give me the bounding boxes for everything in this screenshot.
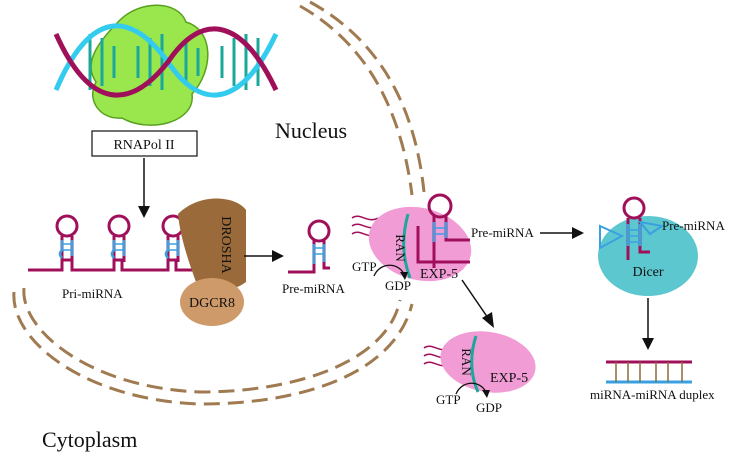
gtp-label-1: GTP <box>352 259 377 274</box>
arrow-transcription <box>138 158 150 218</box>
pri-mirna-label: Pri-miRNA <box>62 286 123 301</box>
arrow-to-duplex <box>642 298 654 350</box>
pri-mirna-strand <box>28 214 196 272</box>
arrow-recycle <box>461 279 494 328</box>
ran-label-1: RAN <box>393 234 408 262</box>
drosha-protein <box>178 198 246 291</box>
dicer-label: Dicer <box>632 265 663 280</box>
gtp-gdp-arrow-1 <box>373 264 408 280</box>
drosha-label: DROSHA <box>218 216 233 274</box>
pre-mirna-hairpin-1 <box>288 219 331 274</box>
mirna-duplex <box>606 360 692 384</box>
cytoplasm-label: Cytoplasm <box>42 427 137 452</box>
gtp-gdp-arrow-2 <box>455 382 490 398</box>
nucleus-label: Nucleus <box>275 118 347 143</box>
dgcr8-protein <box>180 278 244 326</box>
arrow-processing <box>244 250 284 262</box>
dicer-pre-mirna-hairpin <box>599 196 665 260</box>
exportin-ran-complex-2 <box>423 331 536 393</box>
dgcr8-label: DGCR8 <box>189 296 235 311</box>
exportin-ran-complex-1 <box>351 193 472 282</box>
gdp-label-1: GDP <box>385 278 411 293</box>
rnapol-label-box <box>91 130 198 157</box>
dna-double-helix <box>53 23 279 98</box>
exp5-label-1: EXP-5 <box>420 267 458 282</box>
gdp-label-2: GDP <box>476 400 502 415</box>
pre-mirna-label-1: Pre-miRNA <box>282 281 345 296</box>
gtp-label-2: GTP <box>436 392 461 407</box>
pre-mirna-label-3: Pre-miRNA <box>662 218 725 233</box>
rnapol-label: RNAPol II <box>113 138 174 153</box>
exp5-label-2: EXP-5 <box>490 371 528 386</box>
duplex-label: miRNA-miRNA duplex <box>590 387 715 402</box>
arrow-to-dicer <box>540 227 584 239</box>
nuclear-envelope <box>12 0 426 406</box>
pre-mirna-label-2: Pre-miRNA <box>471 225 534 240</box>
ran-label-2: RAN <box>459 348 474 376</box>
